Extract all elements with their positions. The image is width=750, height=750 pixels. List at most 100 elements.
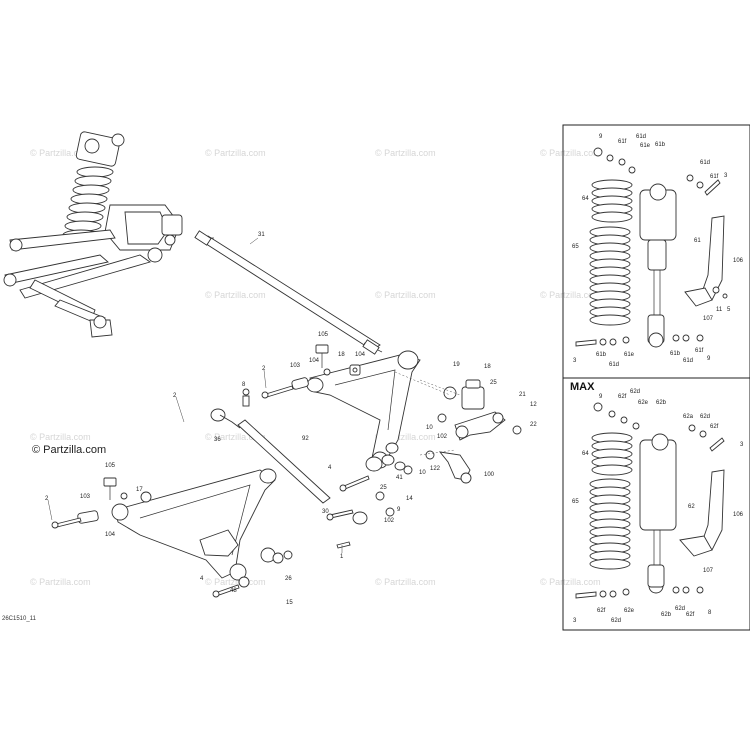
callout-label: 61f: [618, 139, 627, 145]
callout-label: 107: [703, 316, 714, 322]
callout-label: 62f: [597, 608, 606, 614]
callout-label: 18: [338, 352, 345, 358]
lower-a-arm: [111, 408, 331, 581]
callout-label: 106: [733, 512, 744, 518]
callout-label: 3: [740, 442, 744, 448]
watermark: © Partzilla.com: [375, 148, 436, 158]
overview-assembly: [3, 131, 183, 338]
callout-label: 4: [200, 576, 204, 582]
callout-label: 26: [285, 576, 292, 582]
callout-label: 64: [582, 451, 589, 457]
watermark: © Partzilla.com: [205, 148, 266, 158]
callout-label: 41: [396, 475, 403, 481]
callout-label: 18: [484, 364, 491, 370]
callout-label: 61d: [683, 358, 693, 364]
callout-label: 62f: [710, 424, 719, 430]
callout-label: 62d: [630, 389, 640, 395]
callout-label: 3: [573, 358, 577, 364]
callout-label: 62f: [618, 394, 627, 400]
callout-label: 2: [262, 366, 266, 372]
callout-label: 8: [242, 382, 246, 388]
callout-label: 102: [437, 434, 448, 440]
callout-label: 19: [453, 362, 460, 368]
callout-label: 61e: [640, 143, 651, 149]
callout-label: 62: [688, 504, 695, 510]
callout-label: 61b: [596, 352, 607, 358]
callout-label: 3: [573, 618, 577, 624]
watermark: © Partzilla.com: [375, 290, 436, 300]
watermark: © Partzilla.com: [375, 577, 436, 587]
callout-label: 104: [309, 358, 320, 364]
callout-label: 61d: [609, 362, 619, 368]
callout-label: 31: [258, 232, 265, 238]
callout-label: 103: [290, 363, 301, 369]
callout-label: 107: [703, 568, 714, 574]
callout-label: 62a: [683, 414, 694, 420]
callout-label: 105: [318, 332, 329, 338]
callout-label: 14: [406, 496, 413, 502]
callout-label: 102: [384, 518, 395, 524]
callout-label: 25: [490, 380, 497, 386]
callout-label: 3: [724, 173, 728, 179]
watermark: © Partzilla.com: [375, 432, 436, 442]
callout-label: 62d: [611, 618, 621, 624]
watermark-layer: © Partzilla.com © Partzilla.com © Partzi…: [30, 148, 601, 587]
callout-label: 100: [484, 472, 495, 478]
callout-label: 9: [599, 134, 603, 140]
callout-label: 12: [530, 402, 537, 408]
callout-label: 62e: [624, 608, 635, 614]
callout-label: 2: [173, 393, 177, 399]
watermark: © Partzilla.com: [540, 148, 601, 158]
callout-label: 15: [286, 600, 293, 606]
callout-label: 61d: [700, 160, 710, 166]
watermark: © Partzilla.com: [540, 290, 601, 300]
callout-label: 2: [45, 496, 49, 502]
watermark: © Partzilla.com: [540, 577, 601, 587]
drawing-code: 26C1510_11: [2, 616, 37, 622]
callout-label: 104: [355, 352, 366, 358]
main-callouts: 31 105 104 18 104 103 2 8 18 19 25 2 36 …: [45, 232, 537, 606]
callout-label: 62d: [700, 414, 710, 420]
sway-bar-link: [394, 371, 522, 484]
callout-label: 61: [694, 238, 701, 244]
watermark: © Partzilla.com: [30, 148, 91, 158]
callout-label: 25: [380, 485, 387, 491]
callout-label: 62d: [675, 606, 685, 612]
knuckle-hardware: [326, 454, 413, 549]
callout-label: 61f: [695, 348, 704, 354]
callout-label: 103: [80, 494, 91, 500]
callout-label: 65: [572, 499, 579, 505]
callout-label: 17: [136, 487, 143, 493]
callout-label: 1: [340, 554, 344, 560]
watermark: © Partzilla.com: [205, 290, 266, 300]
max-inset-callouts: 9 62f 62d 62e 62b 62a 62d 62f 3 64 62 10…: [572, 389, 744, 624]
callout-label: 61d: [636, 134, 646, 140]
upper-a-arm: [306, 350, 421, 469]
callout-label: 48: [230, 588, 237, 594]
watermark: © Partzilla.com: [30, 432, 91, 442]
brand-label: © Partzilla.com: [32, 444, 106, 456]
upper-hardware: [242, 344, 361, 407]
callout-label: 4: [328, 465, 332, 471]
callout-label: 61b: [670, 351, 681, 357]
shock-inset-panel: 9 61f 61d 61e 61b 61d 61f 3 64 61 106 65…: [562, 124, 750, 631]
callout-label: 62e: [638, 400, 649, 406]
standard-shock-assembly: [575, 147, 728, 348]
callout-label: 9: [397, 507, 401, 513]
callout-label: 92: [302, 436, 309, 442]
watermark: © Partzilla.com: [205, 432, 266, 442]
lower-hardware: [51, 477, 293, 598]
torsion-bar: [194, 230, 383, 355]
callout-label: 8: [708, 610, 712, 616]
callout-label: 11: [716, 307, 723, 313]
callout-label: 122: [430, 466, 441, 472]
callout-label: 9: [599, 394, 603, 400]
callout-label: 36: [214, 437, 221, 443]
callout-label: 10: [426, 425, 433, 431]
max-shock-assembly: [575, 402, 725, 599]
callout-label: 105: [105, 463, 116, 469]
watermark: © Partzilla.com: [30, 577, 91, 587]
callout-label: 62b: [656, 400, 667, 406]
callout-label: 61b: [655, 142, 666, 148]
